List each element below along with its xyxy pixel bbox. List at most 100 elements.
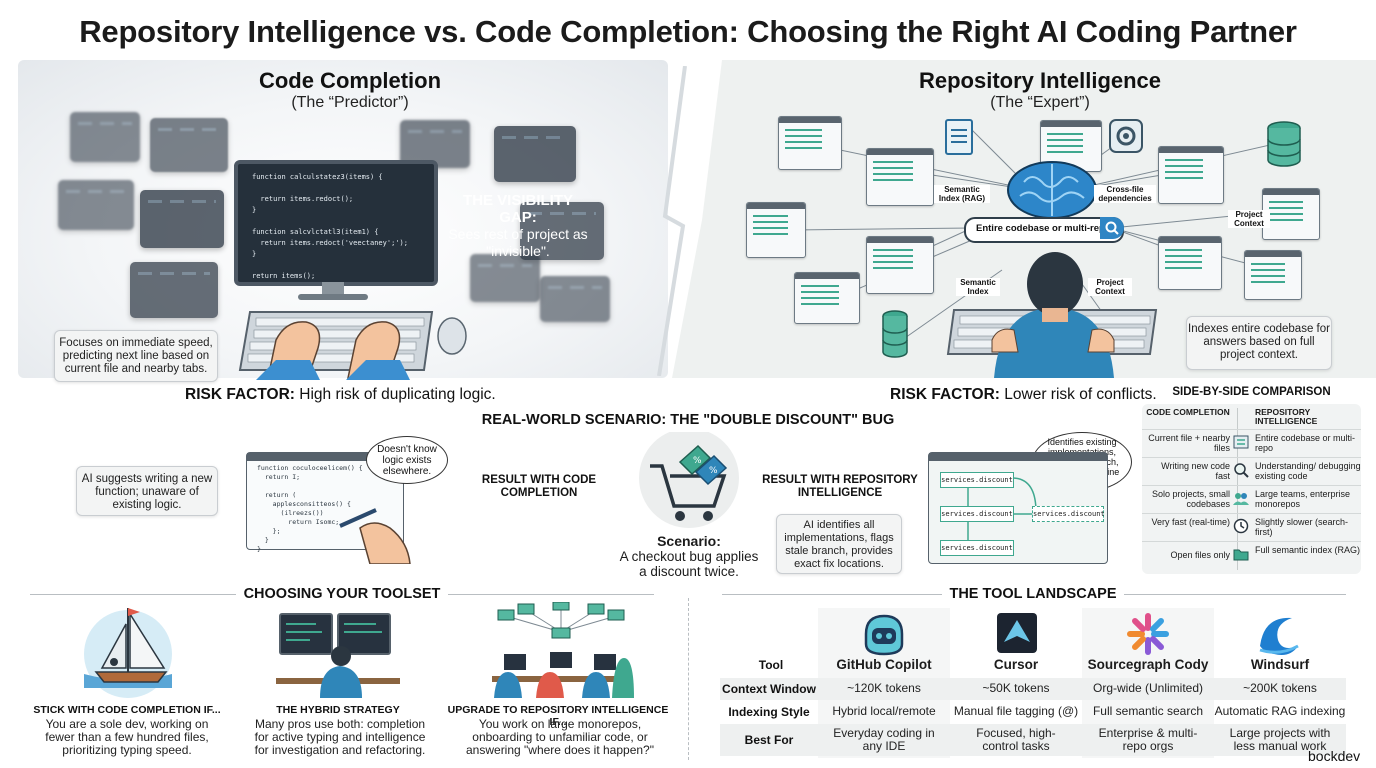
developer-back-icon bbox=[946, 252, 1158, 378]
code-file-node bbox=[778, 116, 842, 170]
floating-code-screen bbox=[494, 126, 576, 182]
label-cross-file: Cross-file dependencies bbox=[1094, 185, 1156, 203]
search-icon[interactable] bbox=[1100, 217, 1124, 239]
writing-hand-icon bbox=[339, 508, 411, 564]
comparison-row: Very fast (real-time) Slightly slower (s… bbox=[1142, 513, 1361, 541]
scenario-center: Scenario: A checkout bug applies a disco… bbox=[614, 534, 764, 580]
landscape-cell: Org-wide (Unlimited) bbox=[1092, 681, 1204, 695]
comparison-col-right: REPOSITORY INTELLIGENCE bbox=[1255, 407, 1318, 426]
document-icon bbox=[945, 119, 973, 155]
comparison-col-left: CODE COMPLETION bbox=[1146, 407, 1230, 417]
comparison-table: CODE COMPLETION REPOSITORY INTELLIGENCE … bbox=[1142, 404, 1361, 574]
database-icon bbox=[1267, 121, 1301, 167]
repository-intelligence-heading: Repository Intelligence bbox=[918, 68, 1162, 93]
toolset-title: CHOOSING YOUR TOOLSET bbox=[243, 586, 441, 602]
floating-code-screen bbox=[70, 112, 140, 162]
monitor-base bbox=[298, 294, 368, 300]
monitor-code: function calculstatez3(items) { return i… bbox=[252, 173, 408, 280]
repository-intelligence-callout: Indexes entire codebase for answers base… bbox=[1186, 316, 1332, 370]
scenario-code: function coculoceelicem() { return I; re… bbox=[257, 464, 363, 553]
database-icon bbox=[882, 310, 908, 358]
section-divider bbox=[688, 598, 689, 760]
landscape-cell: Full semantic search bbox=[1092, 704, 1204, 718]
service-node: services.discount bbox=[940, 472, 1014, 488]
code-file-node bbox=[1158, 236, 1222, 290]
code-file-node bbox=[1262, 188, 1320, 240]
team-network-icon bbox=[492, 602, 634, 698]
svg-text:%: % bbox=[709, 466, 718, 476]
landscape-cell: Focused, high-control tasks bbox=[976, 726, 1056, 753]
codebase-search-text: Entire codebase or multi-repo bbox=[976, 223, 1111, 234]
floating-code-screen bbox=[540, 276, 610, 322]
codebase-icon bbox=[1233, 435, 1249, 449]
comparison-row: Solo projects, small codebases Large tea… bbox=[1142, 485, 1361, 513]
toolset-item-title: UPGRADE TO REPOSITORY INTELLIGENCE IF... bbox=[447, 704, 669, 728]
code-file-node bbox=[866, 148, 934, 206]
gear-icon bbox=[1109, 119, 1143, 153]
magnifier-icon bbox=[1234, 463, 1249, 478]
floating-code-screen bbox=[140, 190, 224, 248]
code-completion-subheading: (The “Predictor”) bbox=[291, 94, 409, 111]
toolset-item-text: You work on large monorepos, onboarding … bbox=[466, 717, 654, 757]
result-code-completion: RESULT WITH CODE COMPLETION bbox=[481, 474, 597, 499]
code-file-node bbox=[1158, 146, 1224, 204]
brain-icon bbox=[1007, 161, 1097, 219]
code-completion-heading: Code Completion bbox=[258, 68, 442, 93]
label-project-context: Project Context bbox=[1088, 278, 1132, 296]
brand-mark: bockdev bbox=[1308, 748, 1361, 764]
developer-desk-icon bbox=[276, 613, 400, 698]
developer-monitor: function calculstatez3(items) { return i… bbox=[234, 160, 438, 286]
shopping-cart-icon: % % bbox=[639, 432, 739, 528]
visibility-gap: THE VISIBILITY GAP: Sees rest of project… bbox=[448, 192, 588, 260]
comparison-row: Open files only Full semantic index (RAG… bbox=[1142, 541, 1361, 569]
windsurf-icon bbox=[1259, 617, 1299, 655]
scenario-code-window: function coculoceelicem() { return I; re… bbox=[246, 452, 404, 553]
landscape-cell: Large projects with less manual work bbox=[1229, 726, 1331, 753]
code-completion-callout: Focuses on immediate speed, predicting n… bbox=[54, 330, 218, 382]
landscape-tool-label: Tool bbox=[758, 658, 784, 672]
folder-icon bbox=[1233, 549, 1249, 561]
scenario-left-callout: AI suggests writing a new function; unaw… bbox=[76, 466, 218, 516]
tool-name: Windsurf bbox=[1250, 657, 1310, 672]
copilot-icon bbox=[864, 614, 904, 656]
floating-code-screen bbox=[150, 118, 228, 172]
landscape-row-label: Best For bbox=[744, 733, 794, 747]
landscape-row-label: Context Window bbox=[722, 682, 816, 696]
toolset-item-title: THE HYBRID STRATEGY bbox=[276, 704, 400, 716]
visibility-gap-title: THE VISIBILITY GAP: bbox=[462, 192, 573, 226]
thought-bubble-left: Doesn't know logic exists elsewhere. bbox=[366, 436, 448, 484]
codebase-search-bar[interactable]: Entire codebase or multi-repo bbox=[964, 217, 1124, 243]
comparison-row: Writing new code fast Understanding/ deb… bbox=[1142, 457, 1361, 485]
landscape-cell: Automatic RAG indexing bbox=[1214, 704, 1346, 718]
label-project-context: Project Context bbox=[1228, 210, 1270, 228]
landscape-cell: ~200K tokens bbox=[1243, 681, 1317, 695]
service-node: services.discount bbox=[940, 540, 1014, 556]
code-file-node bbox=[1244, 250, 1302, 300]
service-node: services.discount bbox=[940, 506, 1014, 522]
landscape-cell: Hybrid local/remote bbox=[832, 704, 936, 718]
sailboat-icon bbox=[84, 608, 172, 698]
code-file-node bbox=[746, 202, 806, 258]
toolset-item-text: You are a sole dev, working on fewer tha… bbox=[45, 717, 209, 757]
team-icon bbox=[1233, 493, 1249, 505]
cody-icon bbox=[1127, 613, 1169, 655]
floating-code-screen bbox=[520, 202, 604, 260]
scenario-center-text: A checkout bug applies a discount twice. bbox=[619, 549, 759, 579]
cursor-icon bbox=[997, 613, 1037, 653]
svg-text:%: % bbox=[693, 456, 702, 466]
service-node-stale: services.discount bbox=[1032, 506, 1105, 522]
tool-name: Cursor bbox=[993, 657, 1039, 672]
floating-code-screen bbox=[130, 262, 218, 318]
result-repository-intelligence: RESULT WITH REPOSITORY INTELLIGENCE bbox=[762, 474, 918, 499]
scenario-title: REAL-WORLD SCENARIO: THE "DOUBLE DISCOUN… bbox=[481, 412, 895, 428]
code-file-node bbox=[794, 272, 860, 324]
monitor-stand bbox=[322, 282, 344, 296]
floating-code-screen bbox=[470, 254, 540, 302]
toolset-item-title: STICK WITH CODE COMPLETION IF... bbox=[33, 704, 221, 716]
label-semantic-index: Semantic Index bbox=[956, 278, 1000, 296]
landscape-cell: Manual file tagging (@) bbox=[953, 704, 1079, 718]
landscape-cell: Enterprise & multi-repo orgs bbox=[1098, 726, 1198, 753]
toolset-item-text: Many pros use both: completion for activ… bbox=[254, 717, 426, 757]
code-completion-risk: RISK FACTOR: High risk of duplicating lo… bbox=[185, 386, 496, 403]
visibility-gap-text: Sees rest of project as "invisible". bbox=[448, 226, 588, 259]
